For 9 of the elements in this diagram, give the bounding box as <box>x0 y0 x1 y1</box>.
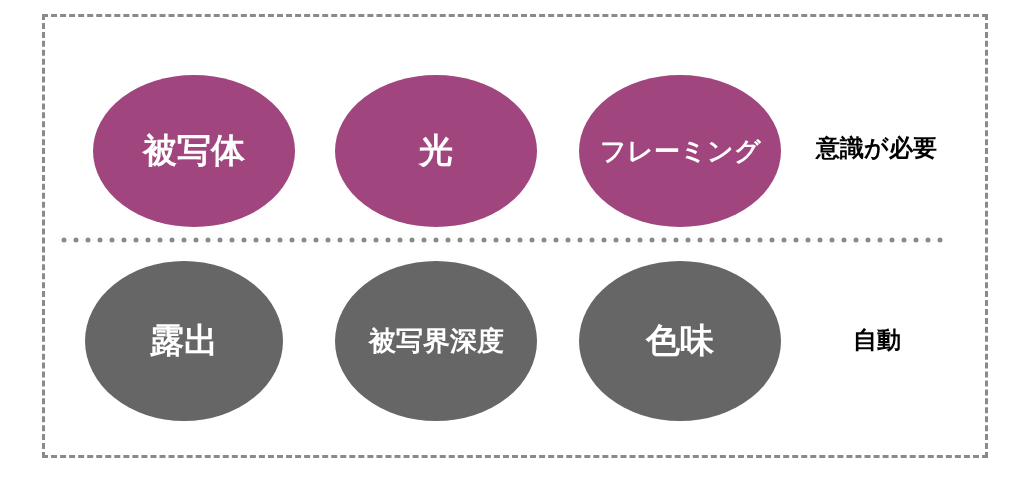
ellipse-label: 光 <box>419 129 453 172</box>
ellipse-label: 被写界深度 <box>368 324 504 358</box>
ellipse-label: 露出 <box>150 319 218 362</box>
row-label: 自動 <box>853 325 901 356</box>
row-label: 意識が必要 <box>815 133 937 164</box>
ellipse-label: 被写体 <box>143 129 245 172</box>
ellipse-label: 色味 <box>646 319 714 362</box>
dashed-frame <box>42 14 988 458</box>
ellipse-label: フレーミング <box>599 134 761 168</box>
